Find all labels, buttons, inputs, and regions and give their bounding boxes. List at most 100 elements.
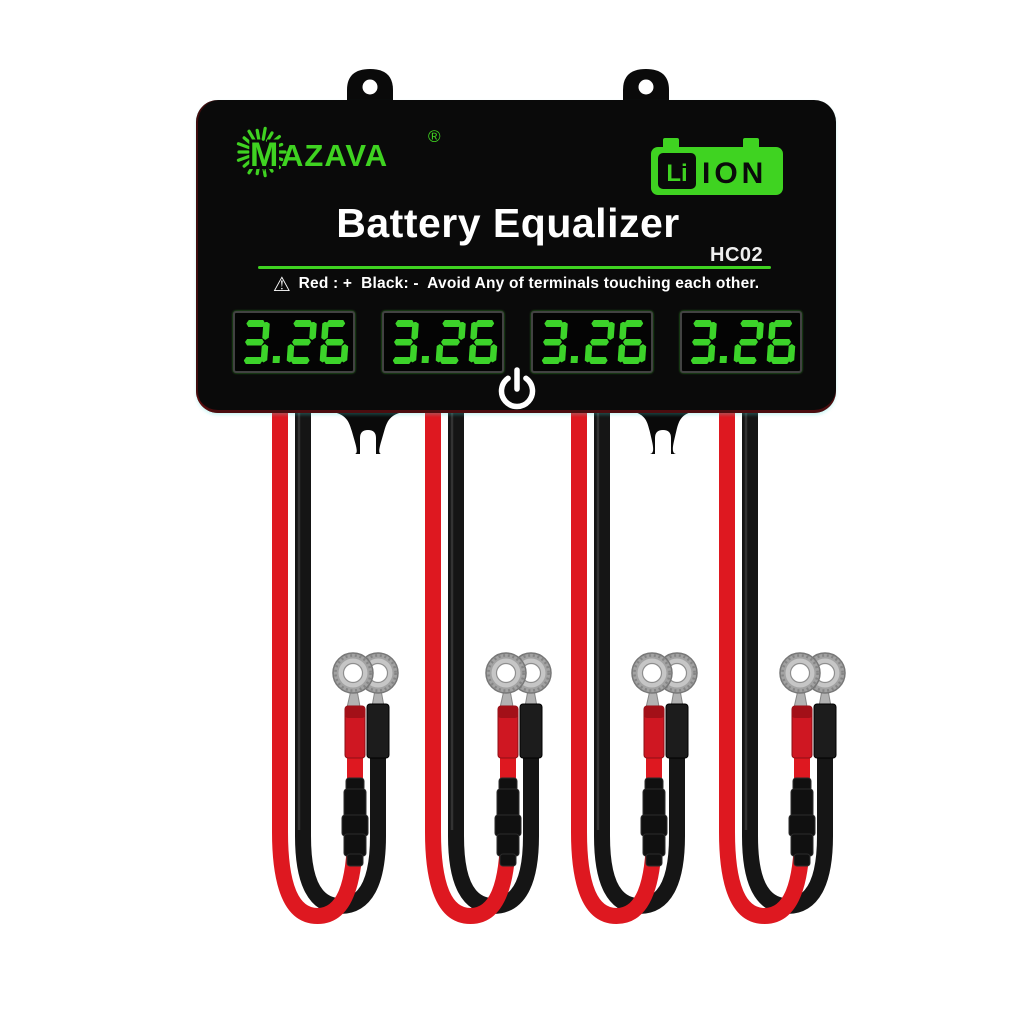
segment [737,357,756,364]
brand-name: AZAVA [281,138,388,173]
fuse-holder [341,777,369,867]
crimp-sleeve-red-band [498,706,518,718]
seven-segment-digit [435,320,465,364]
sun-ray [242,136,253,146]
crimp-sleeve-black [366,703,390,759]
segment [293,320,312,327]
screw-hole-icon [638,79,654,95]
cable-assembly [571,404,698,925]
fuse-segment [640,814,668,837]
fuse-segment [790,788,814,819]
sun-ray [255,128,261,141]
segment [320,322,328,341]
segment [542,339,561,346]
sunburst-icon [236,126,287,178]
crimp-sleeve-black [813,703,837,759]
segment [589,339,608,346]
model-number: HC02 [710,244,764,266]
seven-segment-digit [733,320,763,364]
segment [770,357,789,364]
fuse-segment [496,833,520,857]
segment [489,344,497,363]
segment [243,357,262,364]
voltage-display [382,311,504,373]
li-ion-badge: Li ION [651,138,783,195]
li-label: Li [666,160,687,187]
segment [469,322,477,341]
ring-serration [334,654,372,692]
red-cable [272,404,363,925]
seven-segment-digit [468,320,498,364]
segment [340,344,348,363]
segment [393,339,412,346]
segment [618,322,626,341]
ring-hole [495,662,517,684]
ring-serration [633,654,671,692]
sun-ray [269,158,281,170]
segment [290,357,309,364]
ring-terminal [485,652,527,694]
red-cable [571,404,662,925]
red-cable [425,404,516,925]
crimp-sleeve-black [665,703,689,759]
segment [291,339,310,346]
fuse-holder [640,777,668,867]
segment [395,320,414,327]
device-body: M AZAVA ® Li ION Battery Equalizer HC02 … [196,100,836,413]
cable-assembly [425,404,552,925]
segment [323,357,342,364]
segment [591,320,610,327]
fuse-segment [790,833,814,857]
fuse-segment [642,833,666,857]
ring-terminal [631,652,673,694]
sun-ray [265,131,274,143]
brand-monogram: M [250,136,278,174]
segment [244,339,263,346]
ring-terminal [332,652,374,694]
segment [440,339,459,346]
segment [622,339,641,346]
sun-ray [271,154,284,162]
decimal-point [272,320,283,364]
ring-serration [487,654,525,692]
sun-ray [269,134,281,146]
cable-assembly [719,404,846,925]
mounting-tab-top [623,69,669,103]
decimal-point [719,320,730,364]
segment [690,357,709,364]
segment [740,320,759,327]
segment [439,357,458,364]
ring-serration [658,654,696,692]
segment [771,339,790,346]
divider-line [258,266,771,269]
crimp-sleeve-red-band [345,706,365,718]
fuse-segment [499,853,517,867]
sun-ray [242,158,253,168]
sun-ray [247,161,257,175]
fuse-holder [494,777,522,867]
fuse-segment [788,814,816,837]
ring-serration [806,654,844,692]
sun-ray [255,163,261,176]
power-button [498,367,536,410]
segment [738,339,757,346]
ring-terminal [779,652,821,694]
fuse-segment [645,853,663,867]
seven-segment-digit [584,320,614,364]
seven-segment-digit [286,320,316,364]
segment [541,357,560,364]
voltage-displays [233,311,802,373]
ring-serration [359,654,397,692]
mounting-tab-bottom [626,410,700,454]
product-title: Battery Equalizer [336,200,680,246]
seven-segment-digit [319,320,349,364]
fuse-segment [346,853,364,867]
sun-ray [261,163,267,178]
segment [588,357,607,364]
crimp-sleeve-black [519,703,543,759]
voltage-display [233,311,355,373]
voltage-display [680,311,802,373]
ring-hole [342,662,364,684]
segment [621,357,640,364]
